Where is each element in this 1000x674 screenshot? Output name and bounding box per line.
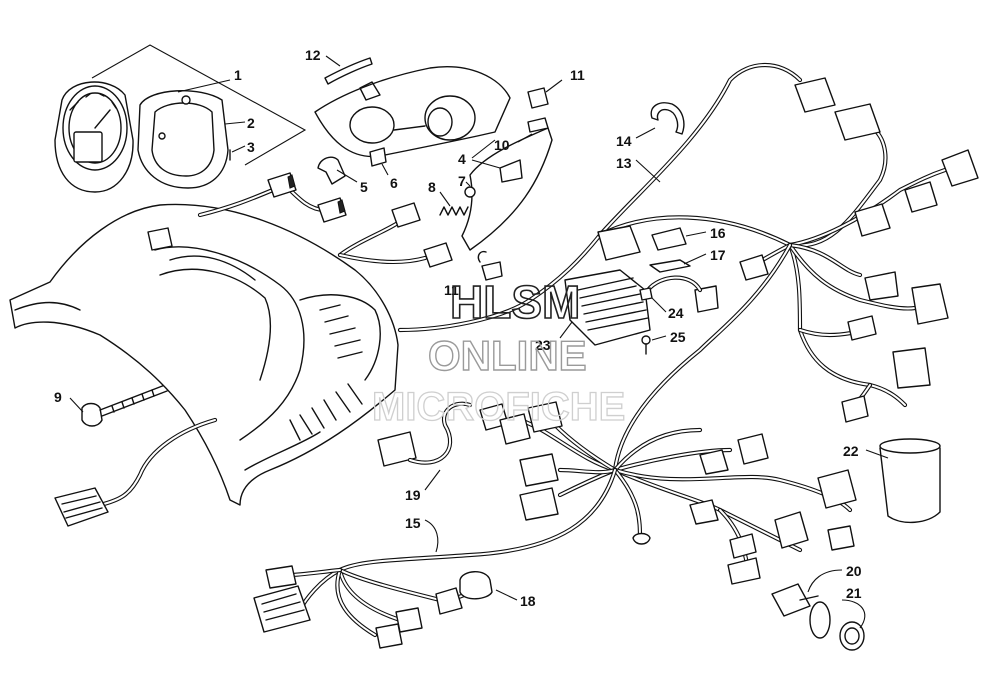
watermark: HLSM ONLINE MICROFICHE [371, 275, 626, 429]
callout-11-upper: 11 [570, 67, 585, 83]
callout-leader-4 [471, 139, 501, 169]
speedometer-gauge [54, 81, 134, 193]
clamp-ring [635, 102, 685, 183]
callout-23: 23 [535, 337, 551, 353]
trim-strip [324, 55, 373, 85]
watermark-line-3: MICROFICHE [372, 385, 625, 429]
headlight-housing-lower [461, 127, 553, 251]
callout-21: 21 [846, 585, 862, 601]
callout-22: 22 [843, 443, 859, 459]
callout-bracket-1 [91, 44, 307, 166]
speed-sensor [771, 569, 843, 617]
bulb [369, 147, 389, 176]
grommet [464, 181, 476, 198]
sensor-nut [809, 599, 866, 651]
callout-18: 18 [520, 593, 536, 609]
callout-24: 24 [668, 305, 684, 321]
callout-2: 2 [247, 115, 255, 131]
headlight-housing-upper [314, 66, 511, 158]
callout-8: 8 [428, 179, 436, 195]
callout-25: 25 [670, 329, 686, 345]
gauge-connectors [267, 172, 453, 268]
callout-10: 10 [494, 137, 510, 153]
fuse-holder [649, 253, 707, 273]
voltage-regulator [559, 269, 651, 346]
mounting-bracket-upper [527, 79, 563, 109]
callout-20: 20 [846, 563, 862, 579]
watermark-line-1: HLSM [450, 276, 580, 328]
callout-14: 14 [616, 133, 632, 149]
callout-16: 16 [710, 225, 726, 241]
protective-sleeve [865, 438, 941, 523]
callout-12: 12 [305, 47, 321, 63]
sub-harness-19 [377, 401, 473, 491]
upper-right-connectors [739, 77, 979, 423]
callout-5: 5 [360, 179, 368, 195]
mounting-bracket-lower [477, 250, 503, 281]
callout-labels: 1 2 3 4 5 6 7 8 9 10 11 11 12 13 14 15 1… [54, 47, 862, 609]
lower-harness-connectors [253, 401, 857, 649]
callout-3: 3 [247, 139, 255, 155]
callout-leader-18 [495, 589, 518, 601]
regulator-screw [641, 335, 667, 355]
callout-9: 9 [54, 389, 62, 405]
watermark-line-2: ONLINE [428, 332, 587, 379]
callout-11-lower: 11 [444, 282, 459, 298]
spring [439, 191, 469, 216]
callout-7: 7 [458, 173, 466, 189]
callout-leader-15 [424, 519, 439, 553]
callout-4: 4 [458, 151, 466, 167]
relay [597, 225, 707, 261]
hood-wire [97, 417, 218, 508]
hood-bolt [69, 384, 168, 427]
callout-13: 13 [616, 155, 632, 171]
callout-17: 17 [710, 247, 726, 263]
gauge-bezel [137, 90, 229, 189]
regulator-connector [639, 275, 719, 313]
hood-connector [54, 487, 109, 527]
callout-6: 6 [390, 175, 398, 191]
callout-1: 1 [234, 67, 242, 83]
callout-19: 19 [405, 487, 421, 503]
hood-panel [9, 203, 399, 506]
hose-elbow [317, 156, 358, 185]
retaining-clip [517, 117, 549, 143]
callout-15: 15 [405, 515, 421, 531]
